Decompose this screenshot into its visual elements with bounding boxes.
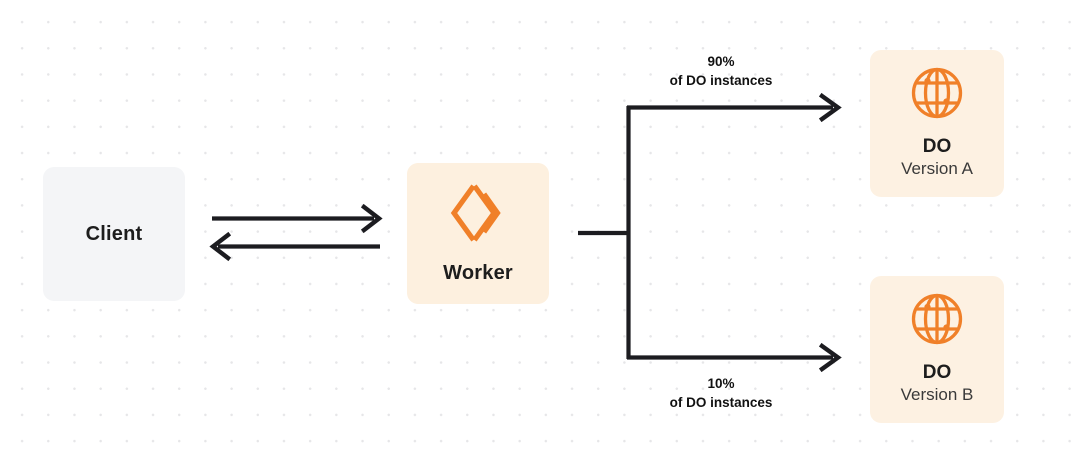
worker-label: Worker bbox=[443, 261, 513, 284]
node-do-version-a[interactable]: DO Version A bbox=[870, 50, 1004, 197]
globe-icon bbox=[910, 66, 964, 125]
edge-label-do-a: 90% of DO instances bbox=[597, 52, 845, 90]
do-a-subtitle: Version A bbox=[901, 159, 973, 179]
globe-icon bbox=[910, 292, 964, 351]
node-client[interactable]: Client bbox=[43, 167, 185, 301]
node-worker[interactable]: Worker bbox=[407, 163, 549, 304]
edge-worker-to-do-b bbox=[627, 342, 842, 373]
do-a-title: DO bbox=[922, 135, 952, 157]
edge-worker-to-do-a bbox=[627, 92, 842, 123]
do-b-subtitle: Version B bbox=[900, 385, 974, 405]
edge-label-do-b-percent: 10% bbox=[707, 376, 735, 391]
edge-label-do-a-percent: 90% bbox=[707, 54, 735, 69]
node-do-version-b[interactable]: DO Version B bbox=[870, 276, 1004, 423]
edge-label-do-b-caption: of DO instances bbox=[669, 395, 773, 411]
edge-client-to-worker bbox=[212, 203, 383, 234]
edge-label-do-a-caption: of DO instances bbox=[669, 73, 773, 89]
edge-label-do-b: 10% of DO instances bbox=[597, 374, 845, 412]
do-b-title: DO bbox=[922, 361, 952, 383]
client-label: Client bbox=[85, 222, 143, 245]
cloudflare-workers-logo-icon bbox=[450, 183, 506, 248]
edge-worker-to-client bbox=[209, 231, 380, 262]
